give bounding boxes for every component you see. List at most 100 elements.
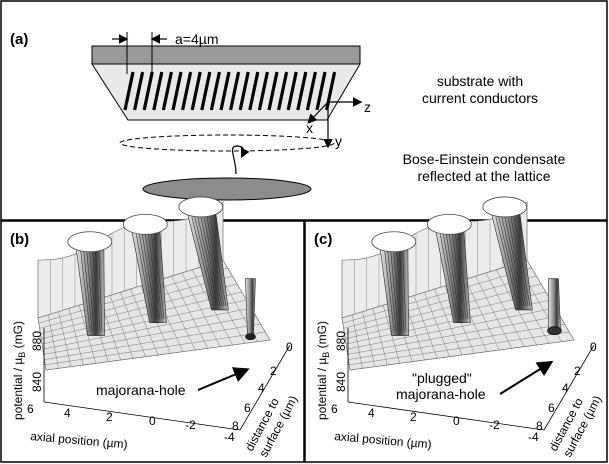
surface-wall-streak [83, 251, 93, 332]
surface-wall-streak [510, 216, 529, 307]
surface-wall-streak [458, 234, 469, 319]
conductor-line [190, 71, 202, 111]
surface-wall-streak [197, 216, 219, 307]
surface-grid-line [349, 331, 570, 366]
conductor-line [171, 71, 183, 111]
conductor-line [305, 71, 317, 111]
conductor-line [257, 71, 269, 111]
axial-tick-neg2-c: -2 [489, 418, 500, 432]
surface-wall-streak [98, 251, 103, 332]
spacing-label: a=4µm [175, 31, 218, 47]
vertical-tick-840-b: 840 [30, 372, 44, 392]
surface-wall-streak [399, 251, 405, 332]
distance-tick-6-c: 6 [548, 401, 555, 415]
surface-wall-streak [194, 216, 217, 307]
panel-a-label: (a) [10, 31, 28, 48]
conductor-line [161, 71, 173, 111]
surface-wall-streak [443, 234, 459, 319]
surface-grid-line [347, 315, 560, 355]
surface-channel-cap [178, 196, 224, 218]
surface-grid-line [349, 339, 575, 371]
vertical-axis-label-c: potential / µB (mG) [315, 321, 331, 420]
distance-tick-2-c: 2 [574, 364, 581, 378]
surface-grid-line [44, 323, 261, 360]
surface-wall-streak [136, 234, 153, 319]
panel-c-label: (c) [314, 231, 332, 248]
axis-x-line [307, 101, 329, 124]
reflection-plane-dashed [119, 134, 335, 152]
surface-channel-cap [67, 231, 113, 253]
axial-tick-neg2-b: -2 [185, 418, 196, 432]
surface-grid-line [348, 323, 565, 360]
conductor-line [209, 71, 221, 111]
potential-surface-c [341, 196, 595, 431]
vertical-tick-840-c: 840 [334, 372, 348, 392]
surface-grid-line [41, 291, 242, 340]
distance-tick-0-b: 0 [286, 340, 293, 354]
surface-wall-streak [145, 234, 159, 319]
substrate-top-plate [91, 45, 361, 65]
surface-hole-funnel [245, 278, 256, 336]
bec-caption-1: Bose-Einstein condensate [403, 151, 566, 167]
axial-axis-line [43, 401, 241, 431]
surface-wall-streak [95, 251, 101, 332]
panel-b-label: (b) [10, 231, 29, 248]
axial-tick-neg4-b: -4 [224, 430, 235, 444]
conductor-line [142, 71, 154, 111]
surface-wall-streak [452, 234, 465, 319]
panel-c: (c) potential / µB (mG) 880 840 axial po… [304, 196, 608, 463]
axial-tick-4-b: 4 [64, 406, 71, 420]
conductor-line [286, 71, 298, 111]
surface-wall-streak [393, 251, 401, 332]
surface-wall-streak [92, 251, 99, 332]
vertical-tick-880-c: 880 [334, 331, 348, 351]
conductor-line [277, 71, 289, 111]
surface-wall-streak [89, 251, 97, 332]
conductor-line [200, 71, 212, 111]
surface-wall-streak [495, 216, 519, 307]
annotation-arrow-b [197, 367, 250, 391]
surface-wall-streak [513, 216, 531, 307]
annotation-arrow-c [499, 360, 554, 395]
annotation-majorana-hole-c: majorana-hole [396, 386, 486, 402]
substrate-caption-1: substrate with [437, 73, 523, 89]
surface-grid-line [342, 267, 532, 324]
conductor-line [229, 71, 241, 111]
surface-grid-line [42, 307, 252, 350]
surface-grid-line [343, 275, 537, 329]
axial-tick-2-c: 2 [410, 410, 417, 424]
reflection-arrow [231, 145, 250, 175]
surface-channel-cap [371, 231, 417, 253]
conductor-line [152, 71, 164, 111]
surface-wall-streak [440, 234, 457, 319]
surface-wall-streak [191, 216, 215, 307]
surface-hole-bottom [245, 333, 256, 341]
axial-tick-0-c: 0 [453, 414, 460, 428]
axial-tick-neg4-c: -4 [528, 430, 539, 444]
axial-tick-4-c: 4 [368, 406, 375, 420]
surface-wall-streak [504, 216, 525, 307]
surface-grid-line [38, 267, 228, 324]
annotation-plugged-c: "plugged" [412, 370, 472, 386]
distance-axis-line [239, 344, 291, 431]
surface-wall-streak [446, 234, 461, 319]
surface-grid-line [39, 275, 233, 329]
surface-wall-streak [206, 216, 225, 307]
surface-wall-streak [384, 251, 395, 332]
surface-grid-line [346, 307, 556, 350]
surface-channel-cap [482, 196, 528, 218]
conductor-line [267, 71, 279, 111]
surface-wall-streak [402, 251, 407, 332]
condensate-cloud [142, 177, 312, 201]
surface-wall-streak [387, 251, 397, 332]
distance-tick-8-b: 8 [232, 419, 239, 433]
surface-grid-line [344, 283, 542, 334]
conductor-line [219, 71, 231, 111]
distance-tick-6-b: 6 [244, 401, 251, 415]
surface-channel-cap [122, 213, 168, 235]
surface-wall-streak [498, 216, 521, 307]
annotation-majorana-hole-b: majorana-hole [96, 382, 186, 398]
surface-wall-streak [449, 234, 463, 319]
surface-wall-streak [148, 234, 161, 319]
